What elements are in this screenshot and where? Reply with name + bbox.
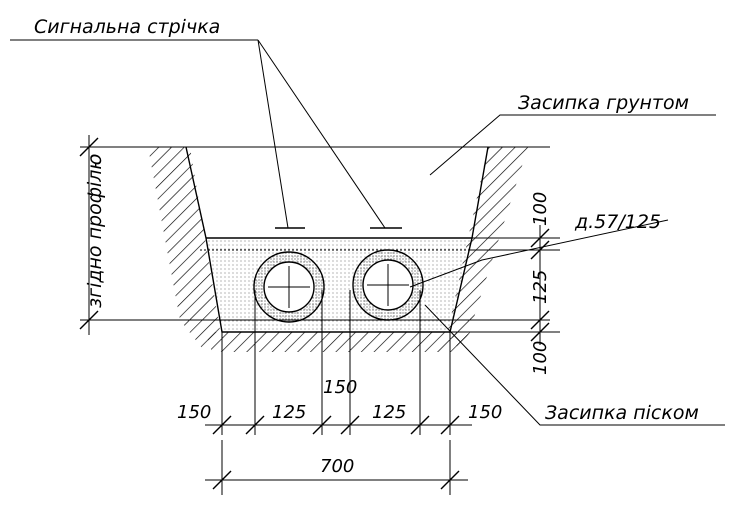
dim-pipe-right: 125 bbox=[372, 402, 406, 423]
signal-tape-label: Сигнальна стрічка bbox=[34, 16, 220, 38]
dim-right-margin: 150 bbox=[468, 402, 502, 423]
sand-backfill-label: Засипка піском bbox=[545, 402, 699, 424]
dim-left-margin: 150 bbox=[177, 402, 211, 423]
bottom-dimension-chain bbox=[205, 290, 472, 495]
depth-note-label: згідно профілю bbox=[84, 154, 106, 308]
dim-total-width: 700 bbox=[320, 456, 354, 477]
pipe-left bbox=[253, 251, 325, 323]
pipe-right bbox=[352, 249, 424, 321]
leader-lines bbox=[10, 39, 725, 426]
dim-pipe-gap: 150 bbox=[323, 377, 357, 398]
left-dimension bbox=[79, 135, 99, 335]
right-dimension bbox=[530, 225, 550, 345]
dim-pipe-left: 125 bbox=[272, 402, 306, 423]
pipe-diameter-label: д.57/125 bbox=[574, 211, 661, 233]
ground-level-lines bbox=[80, 146, 560, 333]
dim-pipe-zone: 125 bbox=[530, 270, 551, 304]
sand-fill bbox=[206, 238, 472, 332]
soil-backfill-label: Засипка грунтом bbox=[518, 92, 689, 114]
dim-bottom-layer: 100 bbox=[530, 341, 551, 375]
dim-top-layer: 100 bbox=[530, 192, 551, 226]
trench-outline bbox=[185, 146, 489, 333]
